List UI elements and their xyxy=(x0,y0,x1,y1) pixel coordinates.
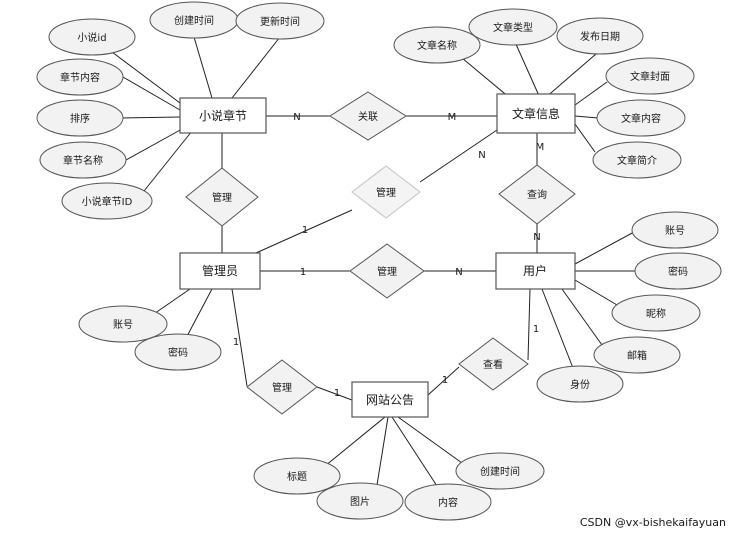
attribute-label: 发布日期 xyxy=(580,30,620,43)
relationship-label: 查询 xyxy=(527,188,547,201)
entity-article: 文章信息 xyxy=(496,93,576,134)
entity-user: 用户 xyxy=(495,252,576,290)
attribute-chapter-order: 排序 xyxy=(36,99,124,137)
attribute-label: 文章类型 xyxy=(493,21,533,34)
attribute-label: 排序 xyxy=(70,112,90,125)
attribute-label: 密码 xyxy=(168,346,188,359)
entity-label: 小说章节 xyxy=(199,108,247,123)
attribute-user-account: 账号 xyxy=(631,211,719,249)
entity-chapter: 小说章节 xyxy=(179,97,267,134)
cardinality-label: N xyxy=(478,150,485,161)
attribute-label: 标题 xyxy=(287,471,307,483)
attribute-notice-content: 内容 xyxy=(404,483,492,521)
attribute-label: 章节内容 xyxy=(60,71,100,84)
cardinality-label: M xyxy=(448,112,457,123)
attribute-label: 密码 xyxy=(668,265,688,278)
attribute-chapter-content: 章节内容 xyxy=(36,58,124,96)
entity-admin: 管理员 xyxy=(179,252,261,290)
relationship-label: 管理 xyxy=(376,186,396,199)
cardinality-label: M xyxy=(536,142,545,153)
attribute-notice-image: 图片 xyxy=(316,482,404,520)
attribute-label: 身份 xyxy=(570,378,590,391)
attribute-article-content: 文章内容 xyxy=(596,99,686,137)
attribute-article-summary: 文章简介 xyxy=(592,141,682,179)
attribute-user-password: 密码 xyxy=(634,252,722,290)
cardinality-label: 1 xyxy=(334,388,340,399)
entity-notice: 网站公告 xyxy=(351,381,429,418)
cardinality-label: 1 xyxy=(300,267,306,278)
entity-label: 用户 xyxy=(523,263,547,278)
attribute-chapter-created: 创建时间 xyxy=(149,1,239,39)
attribute-label: 小说id xyxy=(77,31,106,44)
attribute-label: 文章名称 xyxy=(417,39,457,52)
relationship-query: 查询 xyxy=(498,164,576,225)
attribute-article-type: 文章类型 xyxy=(468,8,558,46)
attribute-label: 账号 xyxy=(113,319,133,331)
cardinality-label: 1 xyxy=(302,225,308,236)
cardinality-label: 1 xyxy=(233,337,239,348)
relationship-view-notice: 查看 xyxy=(458,337,529,391)
attribute-label: 图片 xyxy=(350,495,370,508)
attribute-user-nickname: 昵称 xyxy=(611,294,701,332)
attribute-article-date: 发布日期 xyxy=(556,17,644,55)
attribute-label: 文章简介 xyxy=(617,154,657,167)
attribute-chapter-name: 章节名称 xyxy=(39,141,127,179)
entity-label: 文章信息 xyxy=(512,106,560,121)
attribute-article-cover: 文章封面 xyxy=(605,57,695,95)
attribute-chapter-updated: 更新时间 xyxy=(235,2,325,40)
attribute-label: 创建时间 xyxy=(174,14,214,27)
attribute-label: 更新时间 xyxy=(260,15,300,28)
cardinality-label: 1 xyxy=(442,375,448,386)
cardinality-label: 1 xyxy=(533,324,539,335)
attribute-label: 创建时间 xyxy=(480,465,520,478)
attribute-label: 小说章节ID xyxy=(82,195,133,208)
attribute-label: 邮箱 xyxy=(627,349,647,362)
relationship-label: 查看 xyxy=(483,358,503,371)
attribute-admin-password: 密码 xyxy=(134,333,222,371)
entity-label: 管理员 xyxy=(202,263,238,278)
relationship-label: 关联 xyxy=(358,110,378,123)
attribute-notice-created: 创建时间 xyxy=(455,452,545,490)
relationship-label: 管理 xyxy=(212,191,232,204)
cardinality-label: N xyxy=(533,232,540,243)
attribute-user-email: 邮箱 xyxy=(593,336,681,374)
relationship-manage-notice: 管理 xyxy=(246,359,318,415)
attribute-label: 账号 xyxy=(665,225,685,237)
relationship-manage-article: 管理 xyxy=(351,165,421,219)
entity-label: 网站公告 xyxy=(366,393,414,407)
cardinality-labels: N M 1 N M N 1 N 1 1 1 1 xyxy=(233,112,545,399)
attribute-label: 内容 xyxy=(438,496,458,509)
attribute-label: 章节名称 xyxy=(63,154,103,167)
relationship-related: 关联 xyxy=(329,91,407,141)
attribute-user-role: 身份 xyxy=(536,365,624,403)
attribute-chapter-novel-id: 小说id xyxy=(48,18,136,56)
attribute-label: 昵称 xyxy=(646,307,666,320)
attribute-admin-account: 账号 xyxy=(78,305,168,343)
connectors xyxy=(91,36,636,487)
cardinality-label: N xyxy=(293,112,300,123)
relationship-manage-user: 管理 xyxy=(349,243,425,299)
relationship-label: 管理 xyxy=(272,381,292,394)
relationship-manage-chapter: 管理 xyxy=(185,167,259,227)
attribute-notice-title: 标题 xyxy=(253,457,341,495)
cardinality-label: N xyxy=(455,267,462,278)
relationship-label: 管理 xyxy=(377,265,397,278)
watermark: CSDN @vx-bishekaifayuan xyxy=(580,516,726,529)
attribute-chapter-id: 小说章节ID xyxy=(61,182,153,220)
attribute-label: 文章封面 xyxy=(630,70,670,83)
attribute-article-name: 文章名称 xyxy=(393,26,481,64)
attribute-label: 文章内容 xyxy=(621,112,661,125)
